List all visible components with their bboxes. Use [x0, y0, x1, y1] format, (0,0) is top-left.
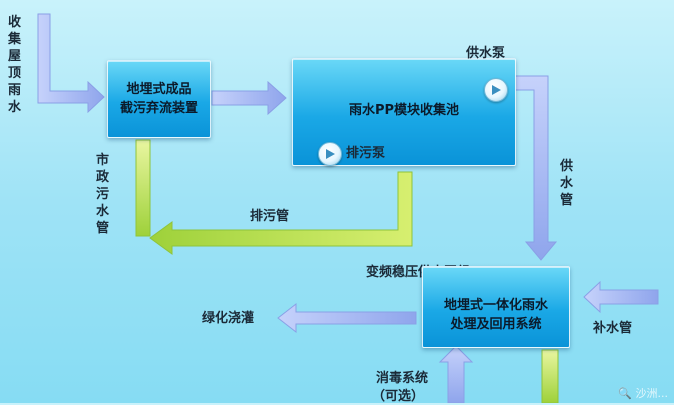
municipal-sewer-label: 市 政 污 水 管 — [96, 152, 109, 237]
treatment-system-label: 地埋式一体化雨水 处理及回用系统 — [443, 298, 548, 332]
roof-rain-char: 屋 — [8, 49, 22, 64]
disinfection-label: 消毒系统 — [376, 371, 429, 386]
filter-to-tank-arrow — [211, 80, 287, 116]
roof-rain-char: 顶 — [8, 66, 22, 81]
optional-label: （可选） — [372, 389, 425, 404]
supply-pump-label: 供水泵 — [466, 46, 506, 61]
municipal-sewer-char: 政 — [96, 170, 110, 185]
municipal-sewer-char: 市 — [96, 153, 110, 168]
municipal-sewer-char: 水 — [96, 204, 110, 219]
municipal-sewer-char: 污 — [96, 187, 110, 202]
roof-rain-char: 雨 — [8, 83, 22, 98]
roof-rain-label: 收 集 屋 顶 雨 水 — [8, 14, 21, 116]
supply-pipe-char: 管 — [560, 193, 574, 208]
roof-rain-arrow — [37, 13, 105, 114]
supply-pipe-char: 水 — [560, 176, 574, 191]
disinfection-arrow — [438, 345, 474, 403]
supply-pipe-label: 供 水 管 — [560, 158, 573, 209]
outlet-arrow — [541, 349, 559, 403]
pp-tank-label: 雨水PP模块收集池 — [348, 103, 460, 118]
sewage-pump-label: 排污泵 — [346, 146, 386, 161]
roof-rain-char: 集 — [8, 32, 22, 47]
roof-rain-char: 水 — [8, 100, 22, 115]
greening-arrow — [277, 302, 417, 334]
municipal-sewer-char: 管 — [96, 221, 110, 236]
sewage-pipe-arrow — [149, 171, 413, 255]
sewage-pipe-label: 排污管 — [250, 209, 290, 224]
supply-pipe-char: 供 — [560, 159, 574, 174]
supply-pipe-arrow — [513, 75, 558, 261]
filter-sewage-arrow — [135, 139, 151, 237]
treatment-system-box: 地埋式一体化雨水 处理及回用系统 — [422, 266, 570, 348]
make-up-pipe-arrow — [583, 280, 659, 314]
pp-tank-box: 雨水PP模块收集池 — [292, 58, 516, 166]
filter-device-box: 地埋式成品 截污弃流装置 — [107, 60, 211, 138]
watermark: 🔍 沙洲... — [618, 387, 668, 400]
make-up-pipe-label: 补水管 — [593, 321, 633, 336]
greening-label: 绿化浇灌 — [202, 311, 255, 326]
roof-rain-char: 收 — [8, 15, 22, 30]
pump-icon — [318, 142, 342, 166]
pump-icon — [484, 78, 508, 102]
